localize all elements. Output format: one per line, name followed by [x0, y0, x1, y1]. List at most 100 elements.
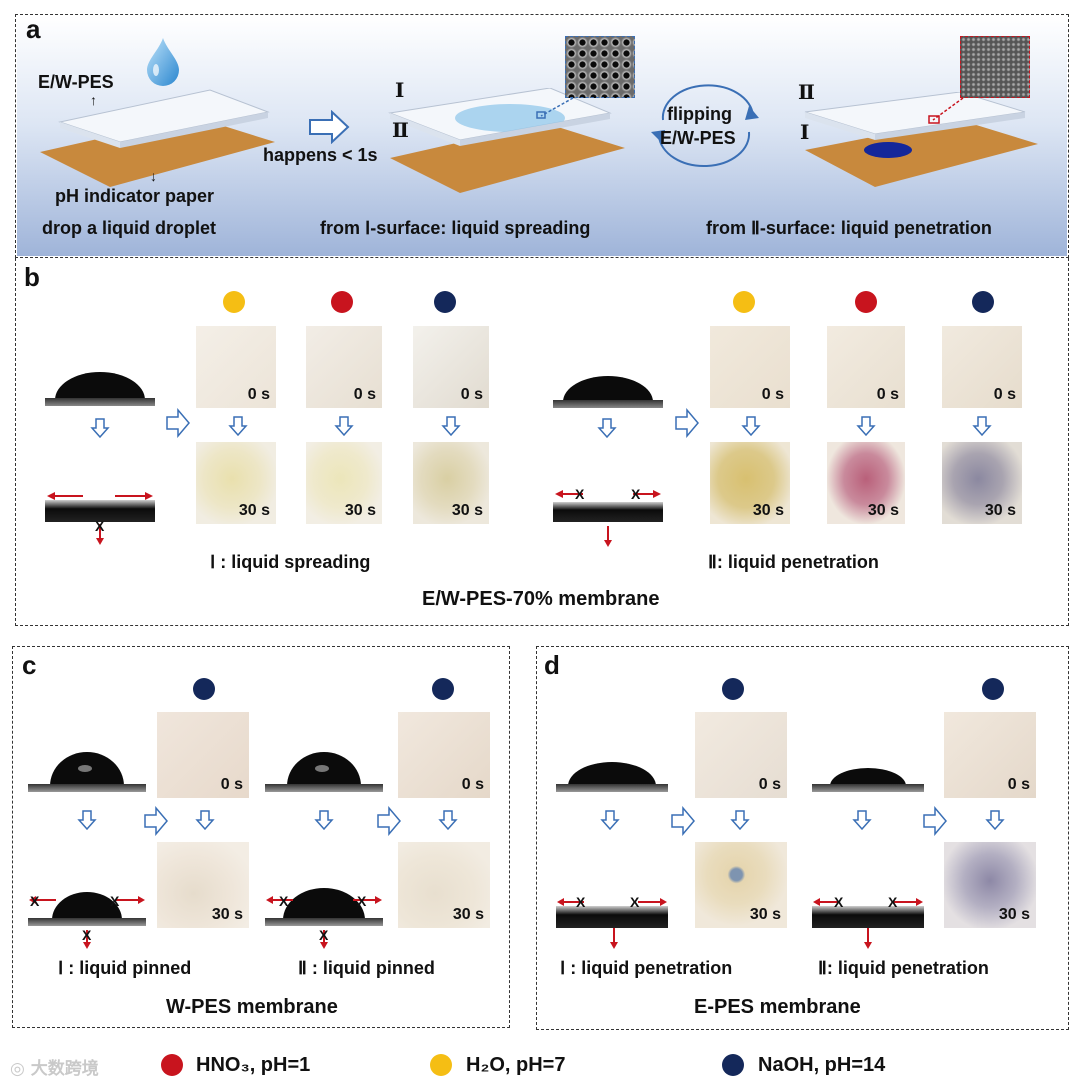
down-arrow-icon	[600, 810, 620, 830]
contact-angle-droplet-d1	[556, 758, 668, 792]
strip-naoh-30s-w2: 30 s	[398, 842, 490, 928]
strip-naoh-30s-e1: 30 s	[695, 842, 787, 928]
h2o-dot	[733, 291, 755, 313]
panel-d-caption-left: Ⅰ : liquid penetration	[560, 958, 733, 978]
down-arrow-icon	[852, 810, 872, 830]
penetration-arrows-b2: X X	[555, 486, 661, 547]
spread-arrows-b1: X	[47, 492, 153, 545]
strip-naoh-0s-penetration: 0 s	[942, 326, 1022, 408]
penetrated-film-d1	[556, 906, 668, 928]
legend-hno3-dot	[161, 1054, 183, 1076]
panel-a-caption-2: from Ⅰ-surface: liquid spreading	[320, 218, 591, 238]
panel-b-frame	[15, 258, 1069, 626]
svg-text:X: X	[110, 893, 120, 909]
strip-hno3-0s-penetration: 0 s	[827, 326, 905, 408]
ph-paper-pointer: ↓	[150, 168, 157, 184]
membrane-stack-2	[388, 88, 625, 193]
h2o-dot	[223, 291, 245, 313]
strip-hno3-0s-spreading: 0 s	[306, 326, 382, 408]
naoh-dot	[722, 678, 744, 700]
contact-angle-droplet-c2	[265, 748, 383, 792]
contact-angle-droplet-b1	[45, 372, 155, 406]
legend-hno3-label: HNO₃, pH=1	[196, 1054, 311, 1076]
strip-hno3-30s-penetration: 30 s	[827, 442, 905, 524]
svg-text:X: X	[631, 486, 641, 502]
down-arrow-icon	[985, 810, 1005, 830]
down-arrow-icon	[856, 416, 876, 436]
down-arrow-icon	[438, 810, 458, 830]
strip-naoh-0s-w1: 0 s	[157, 712, 249, 798]
hollow-right-arrow-icon	[671, 806, 695, 836]
hollow-right-arrow-icon	[377, 806, 401, 836]
hno3-dot	[331, 291, 353, 313]
sem-inset-porous	[565, 36, 635, 98]
pinned-droplet-c2	[265, 882, 383, 926]
pinned-droplet-c1	[28, 882, 146, 926]
flipping-label-line2: E/W-PES	[660, 128, 736, 148]
panel-a-caption-1: drop a liquid droplet	[42, 218, 216, 238]
hno3-dot	[855, 291, 877, 313]
legend-naoh-label: NaOH, pH=14	[758, 1054, 886, 1076]
panel-b-letter: b	[24, 262, 40, 292]
strip-naoh-30s-spreading: 30 s	[413, 442, 489, 524]
strip-naoh-0s-w2: 0 s	[398, 712, 490, 798]
roman-ii-label: Ⅱ	[392, 118, 409, 142]
naoh-dot	[434, 291, 456, 313]
svg-text:X: X	[279, 893, 289, 909]
panel-d-letter: d	[544, 650, 560, 680]
panel-c-frame	[12, 646, 510, 1028]
panel-c-letter: c	[22, 650, 37, 680]
roman-ii-label-2: Ⅱ	[798, 80, 815, 104]
svg-text:X: X	[576, 894, 586, 910]
strip-h2o-0s-spreading: 0 s	[196, 326, 276, 408]
strip-naoh-30s-penetration: 30 s	[942, 442, 1022, 524]
panel-a-frame	[15, 14, 1069, 258]
panel-d-title: E-PES membrane	[694, 996, 861, 1018]
svg-text:X: X	[357, 893, 367, 909]
svg-text:X: X	[630, 894, 640, 910]
contact-angle-droplet-b2	[553, 376, 663, 408]
membrane-stack-1	[40, 89, 275, 187]
svg-text:X: X	[82, 927, 92, 943]
panel-b-caption-left: Ⅰ : liquid spreading	[210, 552, 371, 572]
down-arrow-icon	[597, 418, 617, 438]
flip-cycle-icon	[651, 84, 759, 168]
down-arrow-icon	[741, 416, 761, 436]
naoh-dot	[972, 291, 994, 313]
panel-c-title: W-PES membrane	[166, 996, 338, 1018]
down-arrow-icon	[195, 810, 215, 830]
naoh-dot	[432, 678, 454, 700]
strip-hno3-30s-spreading: 30 s	[306, 442, 382, 524]
ewpes-pointer: ↑	[90, 92, 97, 108]
panel-d-frame	[536, 646, 1069, 1030]
hollow-right-arrow-icon	[675, 408, 699, 438]
panel-c-caption-left: Ⅰ : liquid pinned	[58, 958, 192, 978]
roman-i-label-2: Ⅰ	[800, 120, 810, 144]
water-drop-icon	[147, 38, 179, 86]
hollow-right-arrow-icon	[144, 806, 168, 836]
strip-h2o-0s-penetration: 0 s	[710, 326, 790, 408]
down-arrow-icon	[77, 810, 97, 830]
panel-d-caption-right: Ⅱ: liquid penetration	[818, 958, 989, 978]
contact-angle-droplet-c1	[28, 748, 146, 792]
strip-naoh-0s-e2: 0 s	[944, 712, 1036, 798]
down-arrow-icon	[314, 810, 334, 830]
strip-naoh-30s-w1: 30 s	[157, 842, 249, 928]
spread-film-b1	[45, 500, 155, 522]
watermark-text: 大数跨境	[30, 1059, 99, 1079]
happens-label: happens < 1s	[263, 145, 378, 165]
hollow-right-arrow-icon	[309, 110, 350, 144]
svg-text:X: X	[95, 518, 105, 534]
panel-c-caption-right: Ⅱ : liquid pinned	[298, 958, 435, 978]
pinned-arrows-c2: X X X	[266, 893, 382, 949]
hollow-right-arrow-icon	[166, 408, 190, 438]
flipping-label-line1: flipping	[667, 104, 732, 124]
inset-pointer-2	[928, 97, 964, 124]
strip-h2o-30s-spreading: 30 s	[196, 442, 276, 524]
strip-h2o-30s-penetration: 30 s	[710, 442, 790, 524]
legend-h2o-label: H₂O, pH=7	[466, 1054, 566, 1076]
watermark-icon: ◎	[10, 1059, 25, 1079]
penetration-arrows-d1: X X	[557, 894, 667, 949]
penetration-arrows-d2: X X	[813, 894, 923, 949]
down-arrow-icon	[228, 416, 248, 436]
